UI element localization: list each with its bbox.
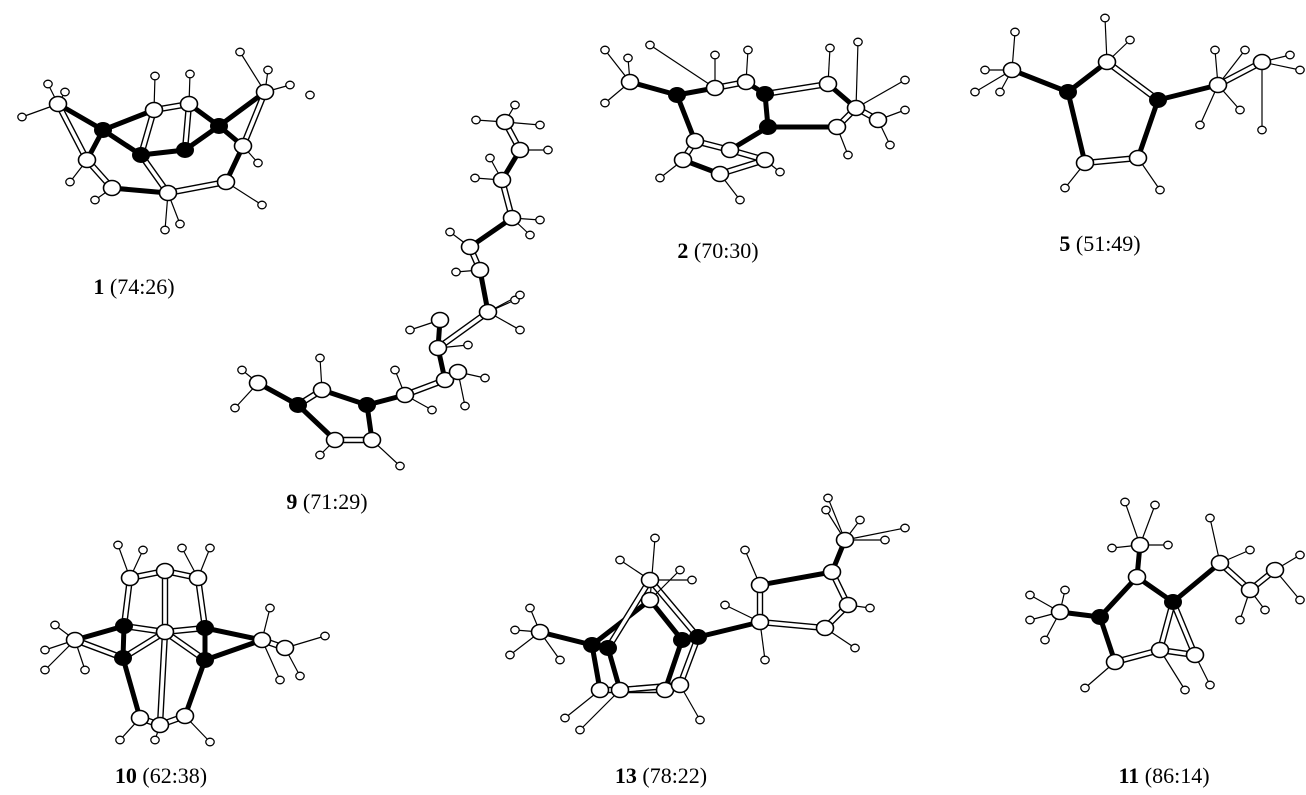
caption-molecule-13: 13 (78:22): [615, 763, 707, 789]
molecule-number: 1: [93, 274, 105, 299]
molecule-number: 13: [614, 763, 637, 788]
molecule-10-structure: [40, 540, 330, 747]
molecule-number: 9: [286, 489, 298, 514]
caption-molecule-11: 11 (86:14): [1118, 763, 1209, 789]
caption-molecule-9: 9 (71:29): [286, 489, 367, 515]
caption-molecule-1: 1 (74:26): [93, 274, 174, 300]
bonds: [1029, 501, 1301, 691]
molecule-ratio: (51:49): [1075, 231, 1141, 256]
molecule-number: 5: [1059, 231, 1071, 256]
atoms: [600, 37, 910, 205]
molecule-number: 10: [114, 763, 137, 788]
molecule-ratio: (74:26): [109, 274, 175, 299]
molecule-ratio: (62:38): [142, 763, 208, 788]
molecule-ratio: (71:29): [302, 489, 368, 514]
molecule-ratio: (86:14): [1144, 763, 1210, 788]
atoms: [970, 13, 1305, 195]
atoms: [230, 100, 553, 471]
molecule-number: 11: [1118, 763, 1140, 788]
molecule-9-structure: [230, 100, 553, 471]
atoms: [1025, 497, 1305, 695]
molecule-2-structure: [600, 37, 910, 205]
bonds: [234, 104, 548, 467]
bonds: [604, 41, 906, 201]
caption-molecule-2: 2 (70:30): [677, 238, 758, 264]
caption-molecule-10: 10 (62:38): [115, 763, 207, 789]
molecule-13-structure: [505, 493, 910, 735]
molecule-ratio: (78:22): [642, 763, 708, 788]
molecule-ratio: (70:30): [693, 238, 759, 263]
atoms: [505, 493, 910, 735]
molecule-5-structure: [970, 13, 1305, 195]
caption-molecule-5: 5 (51:49): [1059, 231, 1140, 257]
molecule-number: 2: [677, 238, 689, 263]
atoms: [17, 47, 315, 235]
atoms: [40, 540, 330, 747]
molecule-11-structure: [1025, 497, 1305, 695]
molecule-1-structure: [17, 47, 315, 235]
